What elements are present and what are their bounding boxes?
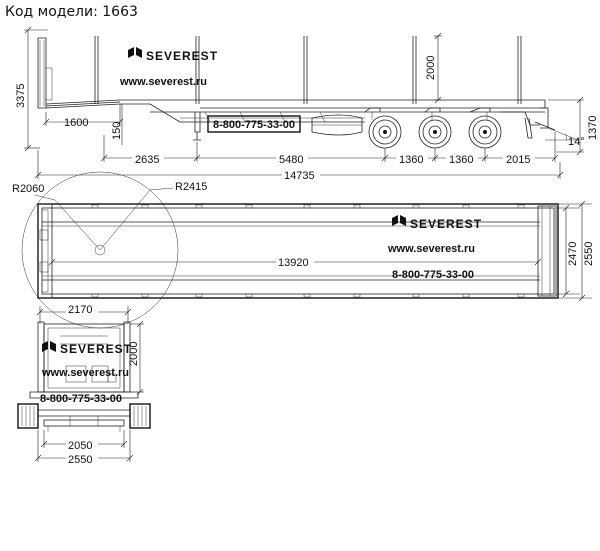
dim-outer-width: 2550 <box>583 242 595 266</box>
dim-rear-overhang: 2015 <box>506 154 530 166</box>
dim-radius-2: R2415 <box>175 181 207 193</box>
dim-leg-to-axle: 5480 <box>279 154 303 166</box>
dim-total-length: 14735 <box>284 170 315 182</box>
model-title: Код модели: 1663 <box>5 4 138 20</box>
dim-track-width: 2050 <box>68 440 92 452</box>
rear-phone: 8-800-775-33-00 <box>40 393 122 405</box>
side-brand: SEVEREST <box>146 49 218 63</box>
side-logo: SEVEREST <box>128 47 218 63</box>
dim-stake-height: 2000 <box>425 56 437 80</box>
dim-angle: 14° <box>568 136 585 148</box>
dim-axle-spacing-1: 1360 <box>399 154 423 166</box>
dim-deck-height: 1370 <box>587 116 599 140</box>
dim-height-total: 3375 <box>15 84 27 108</box>
dim-step: 150 <box>111 122 123 140</box>
dim-gooseneck: 1600 <box>64 117 88 129</box>
dim-inner-width: 2470 <box>567 242 579 266</box>
top-view: R2060 R2415 <box>12 171 595 329</box>
dim-kingpin-to-leg: 2635 <box>135 154 159 166</box>
rear-logo: SEVEREST <box>42 341 132 356</box>
top-brand: SEVEREST <box>410 217 482 231</box>
side-phone: 8-800-775-33-00 <box>213 119 295 131</box>
dim-total-width: 2550 <box>68 454 92 466</box>
side-url: www.severest.ru <box>119 76 207 88</box>
top-phone: 8-800-775-33-00 <box>392 269 474 281</box>
top-logo: SEVEREST <box>392 215 482 231</box>
dim-rear-height: 2000 <box>128 342 140 366</box>
rear-url: www.severest.ru <box>41 367 129 379</box>
dim-inner-length: 13920 <box>278 257 309 269</box>
dim-radius-1: R2060 <box>12 183 44 195</box>
top-url: www.severest.ru <box>387 243 475 255</box>
dim-axle-spacing-2: 1360 <box>449 154 473 166</box>
side-view: 8-800-775-33-00 SEVEREST www.severest.ru <box>15 26 599 182</box>
dim-top-width: 2170 <box>68 304 92 316</box>
rear-brand: SEVEREST <box>60 342 132 356</box>
rear-view: 2170 SEVEREST www.severest.ru 8-800-775-… <box>17 302 151 466</box>
